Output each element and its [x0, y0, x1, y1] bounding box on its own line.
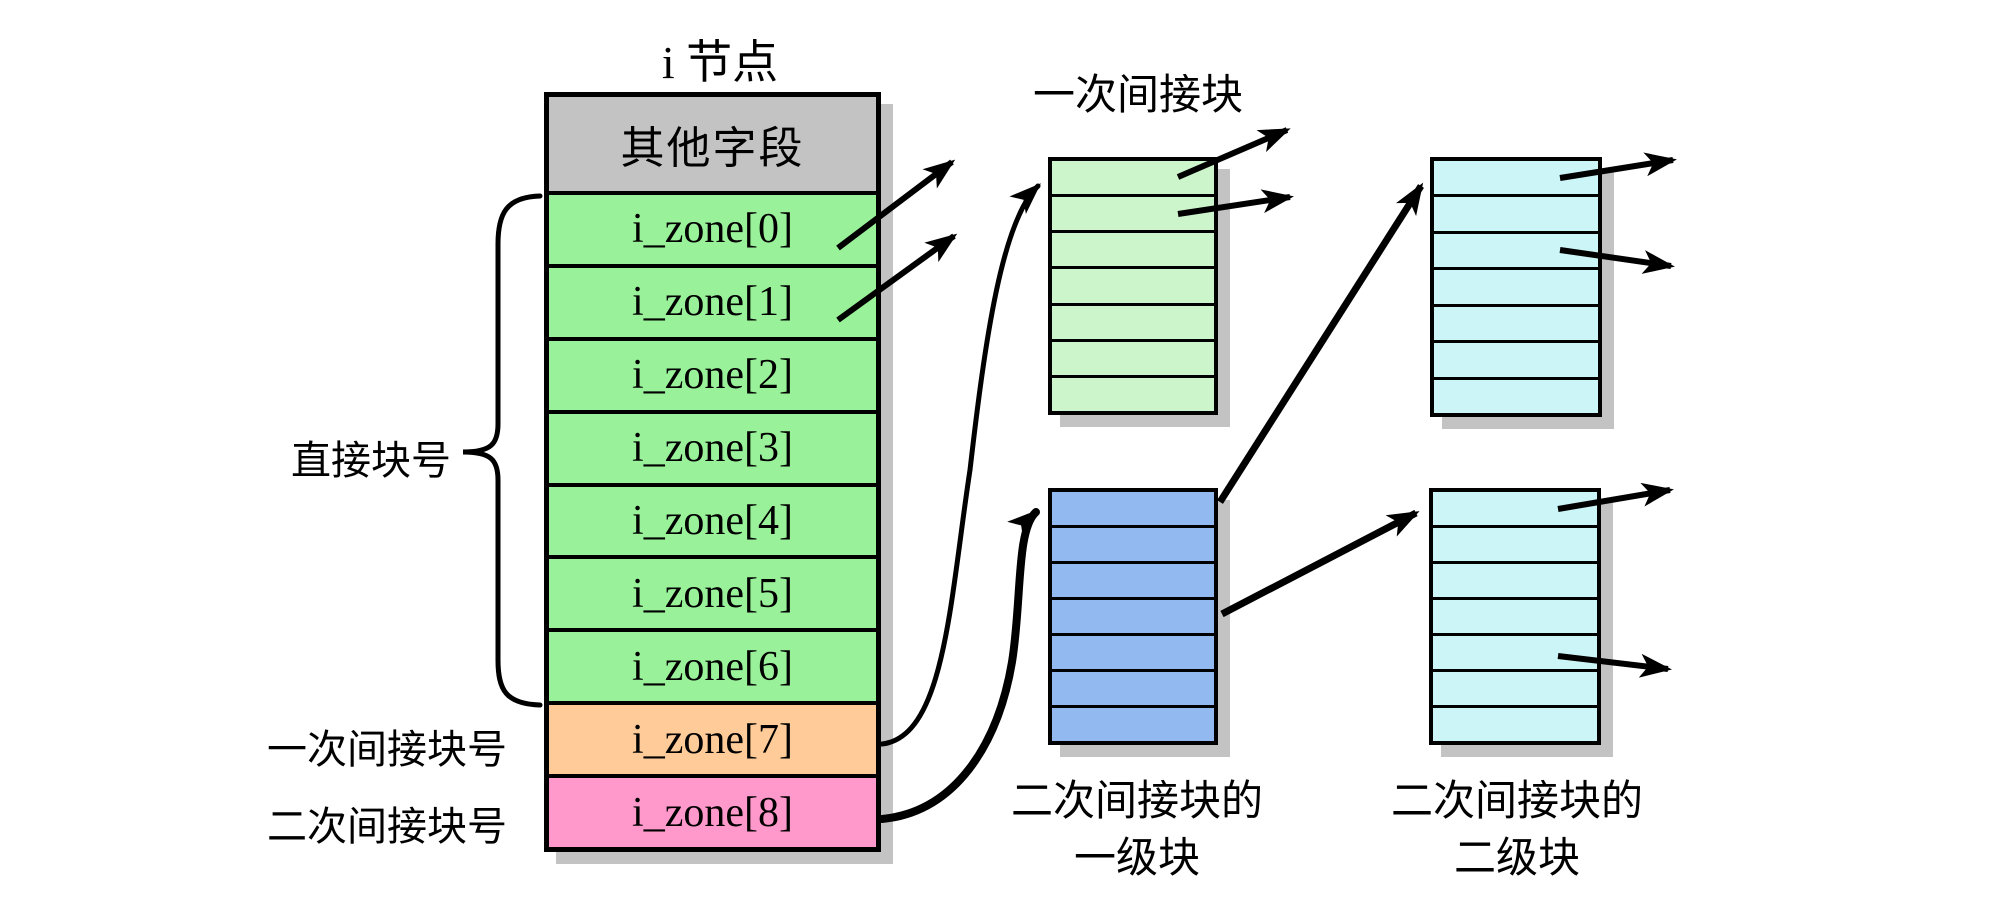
direct-blocks-brace: [462, 193, 543, 708]
inode-row-izone2: i_zone[2]: [549, 340, 876, 414]
inode-row-izone4: i_zone[4]: [549, 486, 876, 560]
diagram-title: i 节点: [661, 37, 779, 88]
block-row: [1434, 380, 1598, 413]
block-row: [1433, 492, 1597, 528]
block-row: [1434, 270, 1598, 307]
block-row: [1052, 564, 1214, 600]
label-double-indirect-number: 二次间接块号: [267, 804, 507, 849]
arrow-double-first-row4-to-second-bottom: [1220, 509, 1420, 618]
block-row: [1052, 708, 1214, 741]
block-row: [1052, 342, 1214, 378]
block-row: [1433, 528, 1597, 564]
inode-row-izone7: i_zone[7]: [549, 705, 876, 779]
block-row: [1052, 636, 1214, 672]
label-single-indirect-number: 一次间接块号: [267, 727, 507, 772]
label-double-indirect-first-level: 二次间接块的 一级块: [1010, 779, 1263, 882]
block-row: [1433, 708, 1597, 741]
label-direct-blocks: 直接块号: [291, 438, 451, 483]
double-indirect-second-level-table-bottom: [1429, 488, 1601, 745]
block-row: [1433, 636, 1597, 672]
block-row: [1434, 343, 1598, 380]
inode-row-izone8: i_zone[8]: [549, 778, 876, 848]
block-row: [1434, 161, 1598, 198]
inode-header-other-fields: 其他字段: [549, 97, 876, 195]
block-row: [1052, 233, 1214, 270]
double-indirect-second-level-table-top: [1430, 157, 1602, 417]
double-indirect-first-level-table: [1048, 488, 1218, 745]
arrow-double-first-row1-to-second-top: [1217, 182, 1424, 504]
label-single-indirect-block: 一次间接块: [1032, 73, 1243, 119]
block-row: [1434, 197, 1598, 234]
inode-row-izone1: i_zone[1]: [549, 267, 876, 341]
block-row: [1433, 600, 1597, 636]
inode-table: 其他字段 i_zone[0] i_zone[1] i_zone[2] i_zon…: [544, 92, 881, 852]
block-row: [1052, 197, 1214, 234]
arrow-izone7-to-single-indirect: [879, 183, 1041, 747]
block-row: [1433, 672, 1597, 708]
block-row: [1052, 161, 1214, 198]
inode-row-izone6: i_zone[6]: [549, 632, 876, 706]
arrow-izone8-to-double-first: [878, 508, 1040, 823]
block-row: [1052, 269, 1214, 306]
block-row: [1052, 672, 1214, 708]
inode-row-izone5: i_zone[5]: [549, 559, 876, 633]
block-row: [1434, 234, 1598, 271]
block-row: [1052, 528, 1214, 564]
block-row: [1052, 600, 1214, 636]
block-row: [1434, 307, 1598, 344]
block-row: [1052, 306, 1214, 342]
inode-row-izone3: i_zone[3]: [549, 413, 876, 487]
label-double-indirect-second-level: 二次间接块的 二级块: [1390, 779, 1643, 882]
single-indirect-block-table: [1048, 157, 1218, 415]
block-row: [1052, 492, 1214, 528]
inode-row-izone0: i_zone[0]: [549, 195, 876, 268]
block-row: [1433, 564, 1597, 600]
block-row: [1052, 378, 1214, 411]
